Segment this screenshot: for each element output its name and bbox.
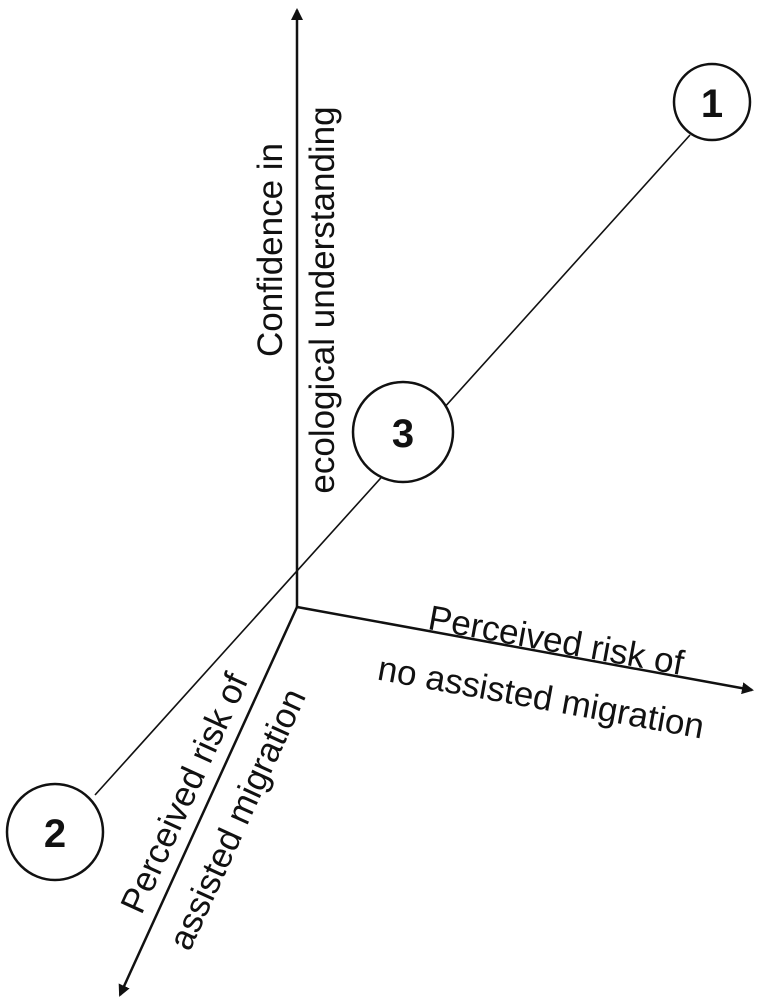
vertical-axis-label-line1: Confidence in [251, 143, 290, 357]
down-left-axis [118, 606, 299, 997]
point-3-label: 3 [392, 412, 414, 456]
point-2-label: 2 [44, 812, 66, 856]
point-2: 2 [5, 782, 105, 882]
right-axis [296, 605, 754, 695]
point-3: 3 [351, 380, 455, 484]
vertical-axis-label-line2: ecological understanding [303, 106, 342, 493]
point-1-label: 1 [701, 82, 723, 126]
point-1: 1 [672, 62, 752, 142]
